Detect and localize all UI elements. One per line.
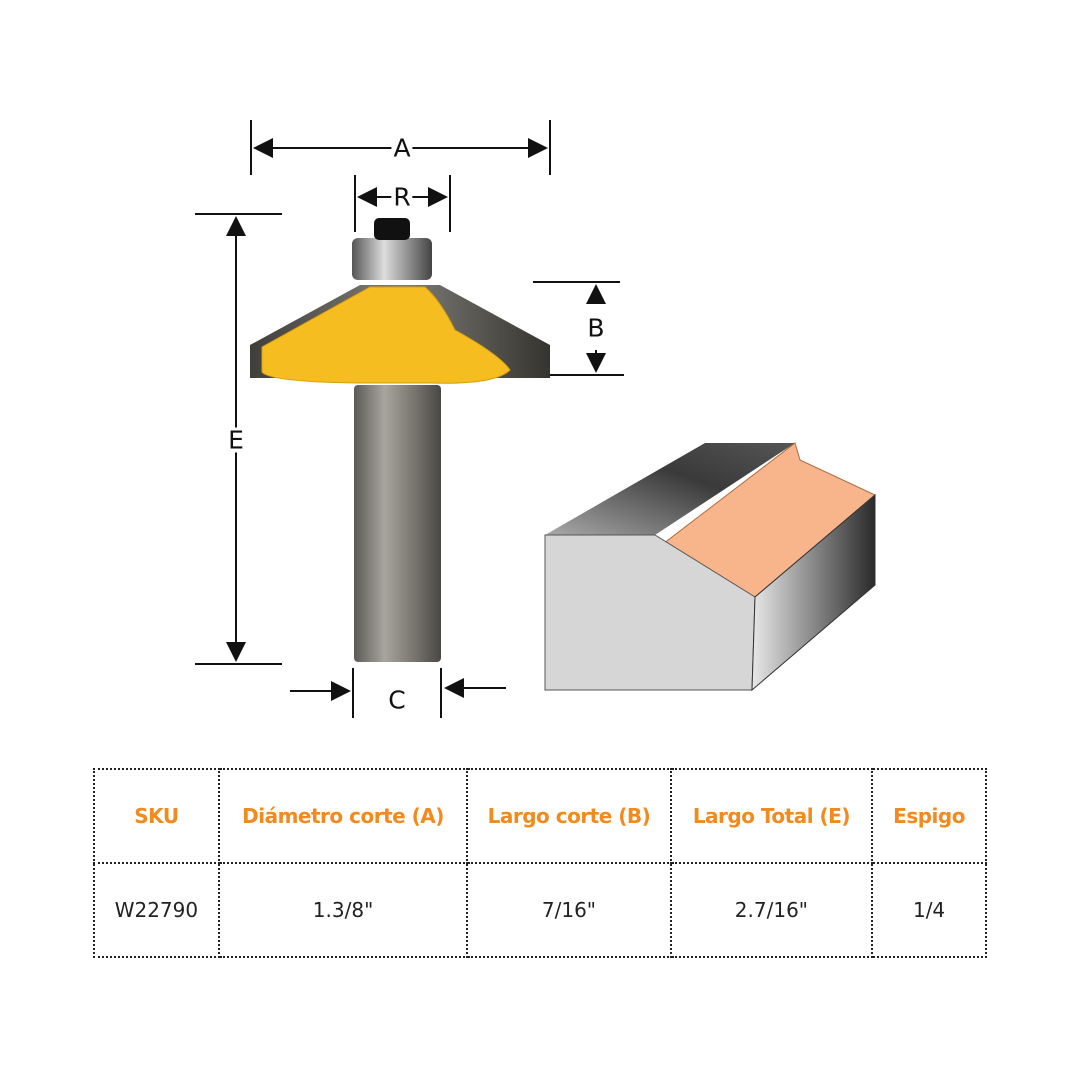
cell-largo-corte: 7/16" [466, 862, 672, 958]
dimension-b-label: B [585, 313, 607, 343]
dimension-a-label: A [391, 133, 413, 163]
router-bit-illustration [195, 120, 876, 718]
dimension-e-label: E [226, 425, 246, 455]
profile-block [544, 442, 876, 692]
router-bit [250, 218, 550, 662]
table-row: W22790 1.3/8" 7/16" 2.7/16" 1/4 [93, 862, 987, 958]
dimension-r-label: R [391, 182, 413, 212]
cell-largo-total: 2.7/16" [669, 862, 874, 958]
table-header-row: SKU Diámetro corte (A) Largo corte (B) L… [93, 768, 987, 864]
specs-table: SKU Diámetro corte (A) Largo corte (B) L… [93, 768, 987, 958]
header-sku: SKU [93, 768, 220, 864]
dimension-lines [195, 120, 624, 718]
cell-diametro: 1.3/8" [217, 862, 469, 958]
header-largo-total: Largo Total (E) [669, 768, 874, 864]
header-largo-corte: Largo corte (B) [466, 768, 672, 864]
cell-espigo: 1/4 [871, 862, 987, 958]
header-diametro: Diámetro corte (A) [217, 768, 469, 864]
cell-sku: W22790 [93, 862, 220, 958]
header-espigo: Espigo [871, 768, 987, 864]
dimension-c-label: C [386, 685, 408, 715]
router-bit-diagram: A R B E C [195, 120, 876, 718]
